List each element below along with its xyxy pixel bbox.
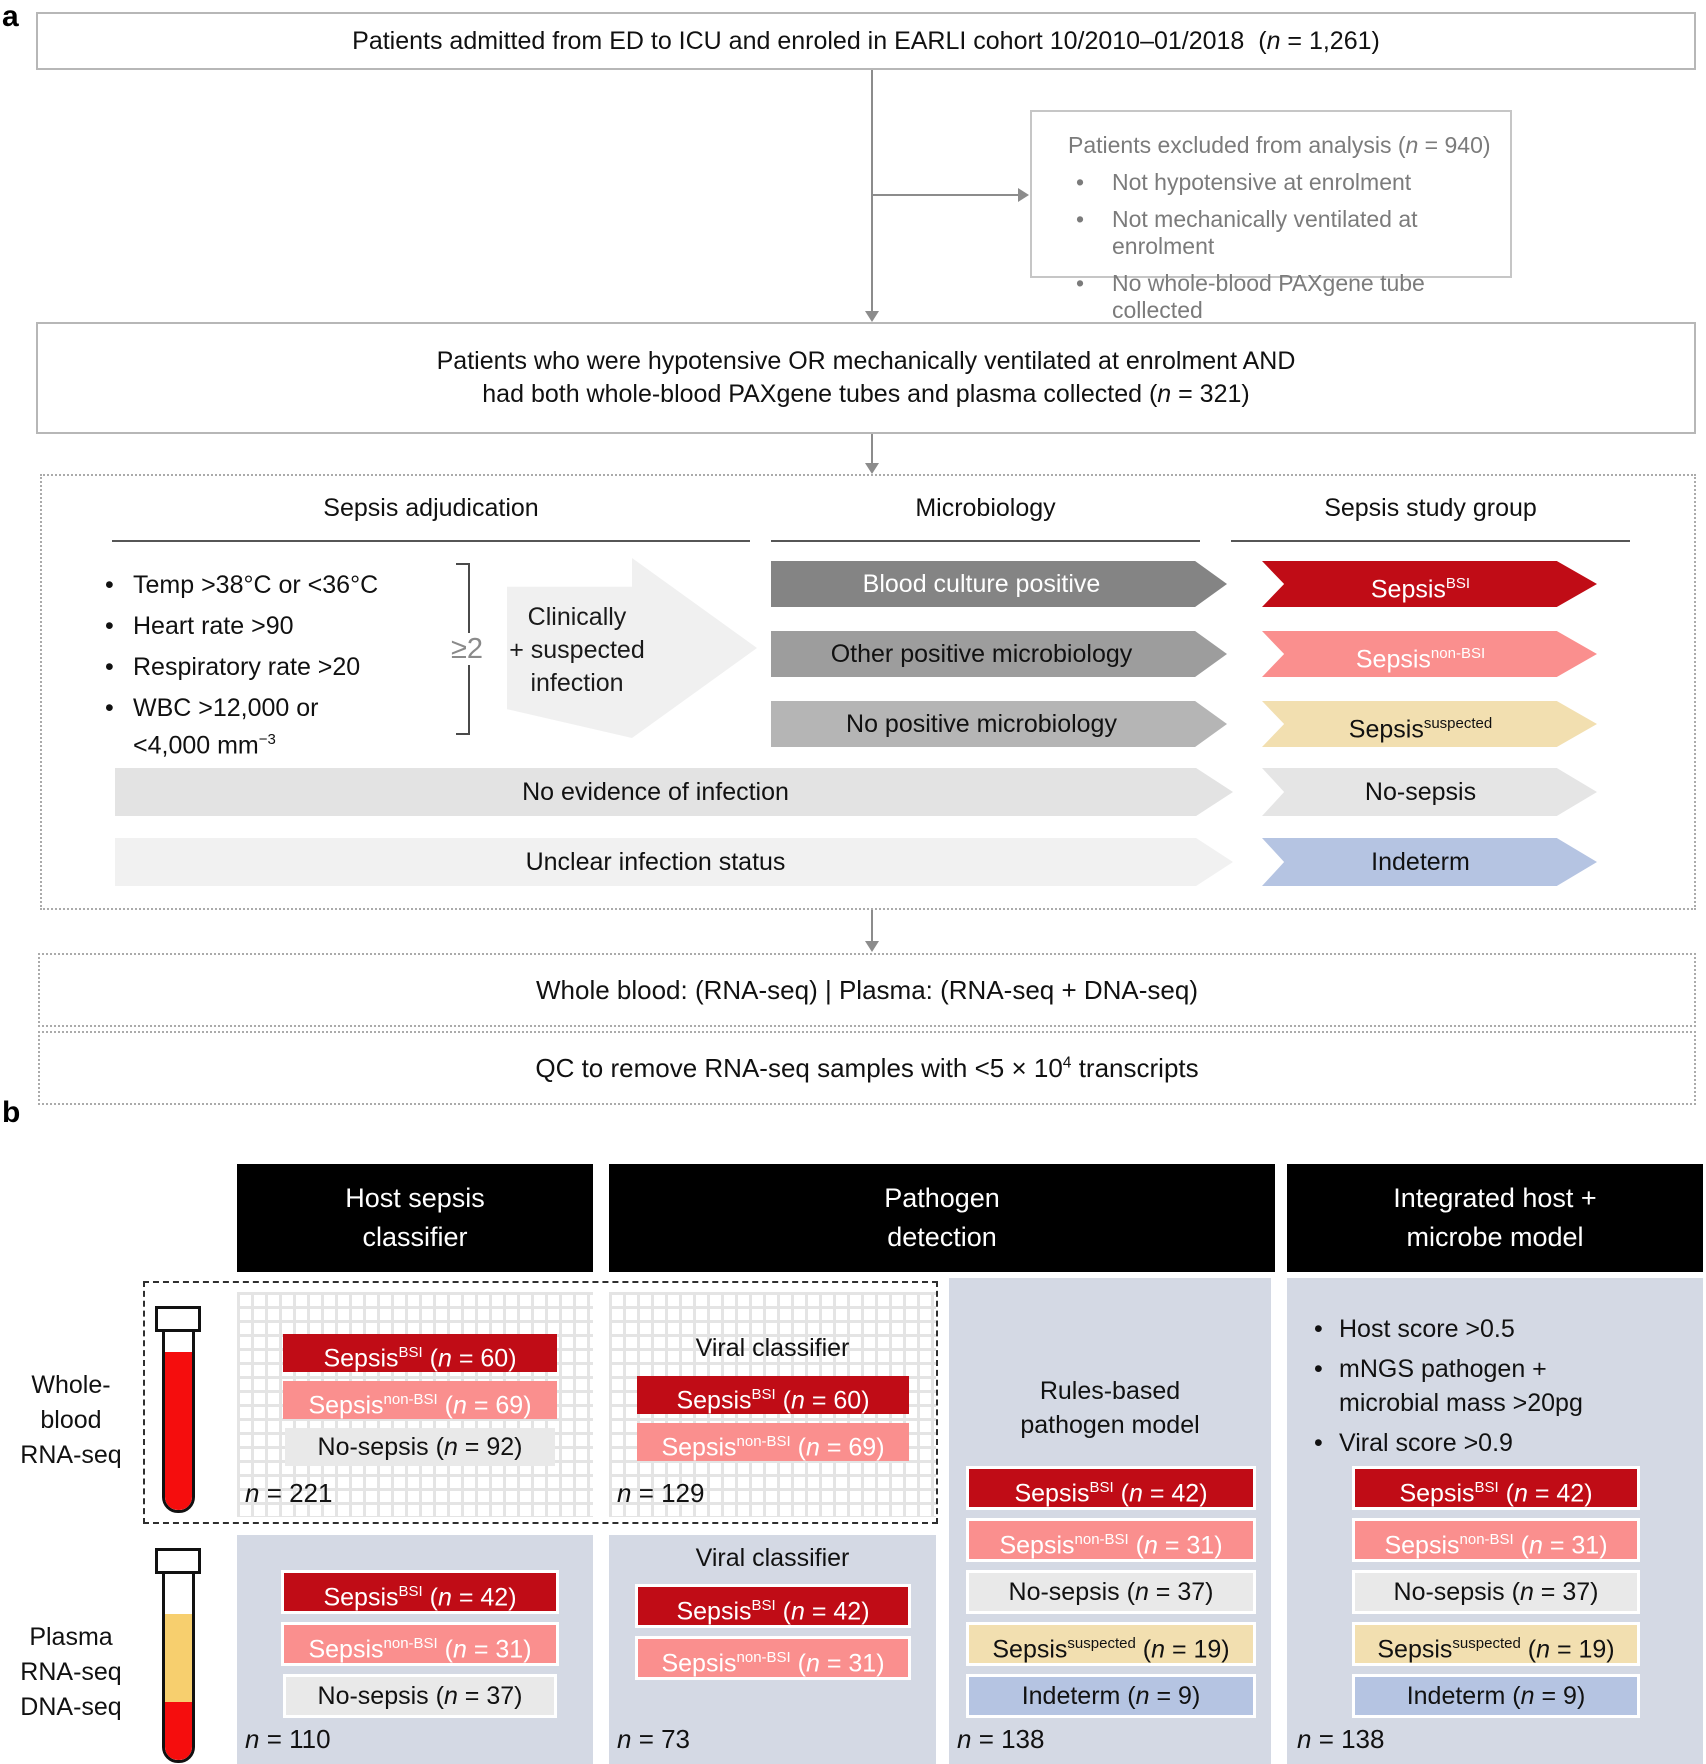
badge-sepsis-non-bsi: Sepsisnon-BSI (n = 69) [283,1381,557,1419]
badge-no-sepsis: No-sepsis (n = 37) [966,1570,1256,1614]
viral-classifier-title: Viral classifier [695,1334,850,1362]
n-total-integrated-model: n = 138 [1297,1724,1385,1754]
n-total-whole-blood-host: n = 221 [245,1478,333,1508]
study-group-no-sepsis: No-sepsis [1262,768,1597,816]
sirs-criterion: Heart rate >90 [103,611,453,642]
row-unclear-infection-status: Unclear infection status [115,838,1233,886]
cohort-enrolment-text: Patients admitted from ED to ICU and enr… [352,26,1380,55]
plasma-tube-yellow-fill [165,1614,192,1702]
sirs-criterion: Temp >38°C or <36°C [103,570,453,601]
arrowhead-down-3 [865,941,879,952]
flow-line-vertical-2 [871,434,873,464]
integrated-criterion: Host score >0.5 [1312,1312,1697,1346]
study-group-sepsis-non-bsi: Sepsisnon-BSI [1262,631,1597,677]
excluded-bullet: Not hypotensive at enrolment [1068,169,1500,196]
badge-sepsis-bsi: SepsisBSI (n = 42) [966,1466,1256,1510]
badge-sepsis-bsi: SepsisBSI (n = 42) [635,1584,911,1628]
integrated-criterion: mNGS pathogen +microbial mass >20pg [1312,1352,1697,1420]
badge-sepsis-non-bsi: Sepsisnon-BSI (n = 31) [635,1636,911,1680]
sirs-criterion: Respiratory rate >20 [103,652,453,683]
flow-line-vertical-3 [871,910,873,942]
badge-sepsis-suspected: Sepsissuspected (n = 19) [966,1622,1256,1666]
microbiology-arrow-no-positive: No positive microbiology [771,701,1227,747]
n-total-pathogen-model: n = 138 [957,1724,1045,1754]
included-cohort-line1: Patients who were hypotensive OR mechani… [436,347,1296,375]
column-underline-right [1231,540,1630,542]
badge-no-sepsis: No-sepsis (n = 37) [283,1674,557,1718]
arrowhead-right-exclusion [1018,188,1029,202]
panel-b-label: b [2,1096,21,1129]
n-total-plasma-host: n = 110 [245,1724,331,1754]
excluded-bullet: No whole-blood PAXgene tube collected [1068,270,1500,324]
included-cohort-line2: had both whole-blood PAXgene tubes and p… [482,380,1250,408]
sirs-criteria-list: Temp >38°C or <36°C Heart rate >90 Respi… [103,570,453,771]
microbiology-arrow-blood-culture: Blood culture positive [771,561,1227,607]
badge-sepsis-non-bsi: Sepsisnon-BSI (n = 31) [281,1622,559,1666]
badge-sepsis-non-bsi: Sepsisnon-BSI (n = 69) [637,1423,909,1461]
integrated-model-criteria: Host score >0.5 mNGS pathogen +microbial… [1312,1312,1697,1466]
badge-sepsis-suspected: Sepsissuspected (n = 19) [1352,1622,1640,1666]
badge-indeterm: Indeterm (n = 9) [966,1674,1256,1718]
badge-indeterm: Indeterm (n = 9) [1352,1674,1640,1718]
whole-blood-dashed-outline [143,1281,938,1524]
sirs-criterion: WBC >12,000 or<4,000 mm−3 [103,693,453,761]
included-cohort-box: Patients who were hypotensive OR mechani… [36,322,1696,434]
microbiology-arrow-other-positive: Other positive microbiology [771,631,1227,677]
cohort-enrolment-box: Patients admitted from ED to ICU and enr… [36,12,1696,70]
badge-sepsis-bsi: SepsisBSI (n = 42) [281,1570,559,1614]
study-group-indeterm: Indeterm [1262,838,1597,886]
plasma-tube-red-fill [165,1702,192,1760]
excluded-patients-list: Not hypotensive at enrolment Not mechani… [1068,169,1500,324]
column-underline-middle [771,540,1200,542]
bracket-threshold-label: ≥2 [442,633,492,665]
badge-sepsis-non-bsi: Sepsisnon-BSI (n = 31) [966,1518,1256,1562]
row-no-evidence-of-infection: No evidence of infection [115,768,1233,816]
arrowhead-down-1 [865,311,879,322]
viral-classifier-title: Viral classifier [695,1544,850,1572]
plasma-tube-cap-icon [155,1548,201,1574]
badge-no-sepsis: No-sepsis (n = 37) [1352,1570,1640,1614]
column-title-sepsis-adjudication: Sepsis adjudication [323,494,539,522]
whole-blood-tube-red-fill [165,1352,192,1510]
study-group-sepsis-suspected: Sepsissuspected [1262,701,1597,747]
badge-sepsis-bsi: SepsisBSI (n = 60) [283,1334,557,1372]
badge-sepsis-bsi: SepsisBSI (n = 42) [1352,1466,1640,1510]
flow-line-vertical-1 [871,70,873,312]
adjudication-box [40,474,1696,910]
sequencing-text: Whole blood: (RNA-seq) | Plasma: (RNA-se… [535,974,1198,1005]
panel-a-label: a [2,0,19,33]
header-integrated-host-microbe: Integrated host +microbe model [1287,1164,1703,1272]
column-title-sepsis-study-group: Sepsis study group [1324,494,1537,522]
sequencing-box: Whole blood: (RNA-seq) | Plasma: (RNA-se… [38,953,1696,1027]
column-title-microbiology: Microbiology [915,494,1056,522]
badge-sepsis-non-bsi: Sepsisnon-BSI (n = 31) [1352,1518,1640,1562]
badge-no-sepsis: No-sepsis (n = 92) [285,1428,555,1466]
qc-text: QC to remove RNA-seq samples with <5 × 1… [535,1052,1199,1083]
excluded-patients-box: Patients excluded from analysis (n = 940… [1030,110,1512,323]
integrated-criterion: Viral score >0.9 [1312,1426,1697,1460]
badge-sepsis-bsi: SepsisBSI (n = 60) [637,1376,909,1414]
n-total-plasma-viral: n = 73 [617,1724,691,1754]
flow-line-exclusion-branch [872,194,1018,196]
study-group-sepsis-bsi: SepsisBSI [1262,561,1597,607]
whole-blood-tube-icon [162,1329,195,1513]
plasma-tube-icon [162,1571,195,1763]
arrowhead-down-2 [865,463,879,474]
qc-box: QC to remove RNA-seq samples with <5 × 1… [38,1031,1696,1105]
n-total-whole-blood-viral: n = 129 [617,1478,705,1508]
column-underline-left [112,540,750,542]
excluded-patients-title: Patients excluded from analysis (n = 940… [1068,132,1491,158]
excluded-bullet: Not mechanically ventilated at enrolment [1068,206,1500,260]
